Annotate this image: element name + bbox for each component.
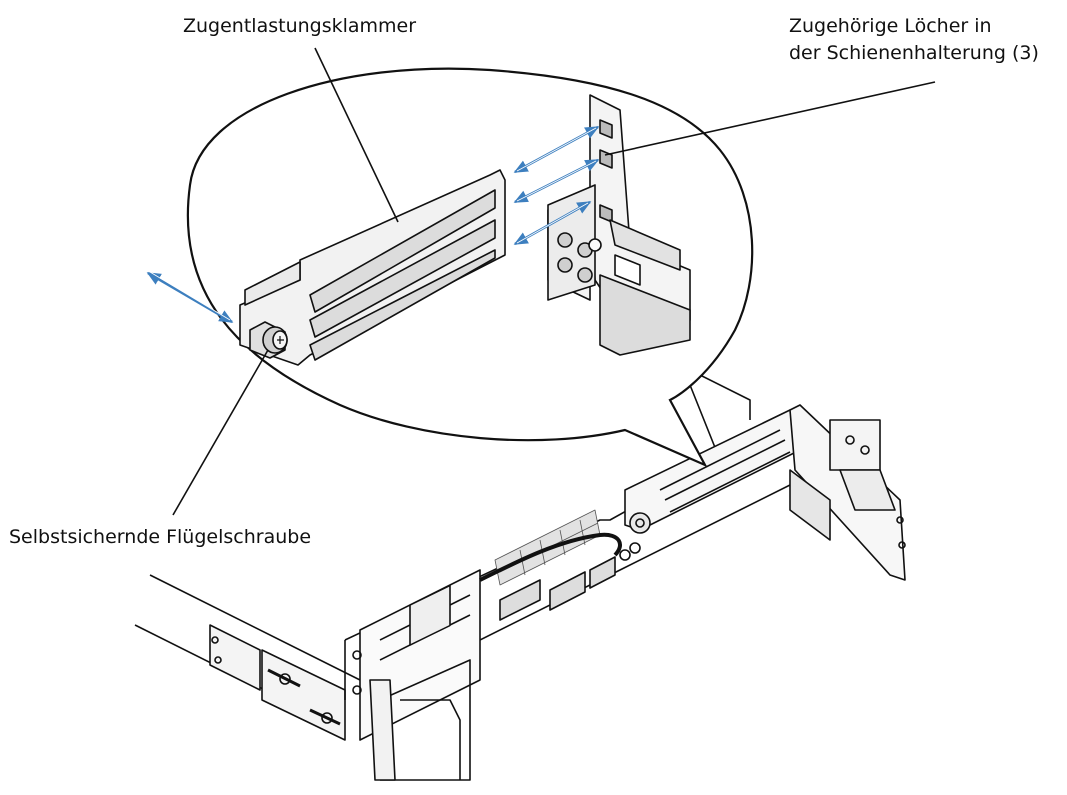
leader-matching-holes (604, 81, 936, 156)
thumbscrew-icon (249, 321, 288, 359)
server-chassis (134, 374, 906, 781)
magnified-callout (146, 67, 754, 468)
label-strain-relief-bracket: Zugentlastungsklammer (183, 15, 417, 37)
strain-relief-bracket (239, 169, 506, 366)
label-matching-holes: Zugehörige Löcher in der Schienenhalteru… (789, 13, 1039, 67)
label-thumbscrew: Selbstsichernde Flügelschraube (9, 526, 312, 548)
leader-lines (172, 47, 936, 516)
leader-strain-relief (314, 47, 399, 223)
label-matching-holes-line2: der Schienenhalterung (3) (789, 42, 1039, 64)
label-matching-holes-line1: Zugehörige Löcher in (789, 15, 992, 37)
leader-thumbscrew (172, 349, 269, 516)
